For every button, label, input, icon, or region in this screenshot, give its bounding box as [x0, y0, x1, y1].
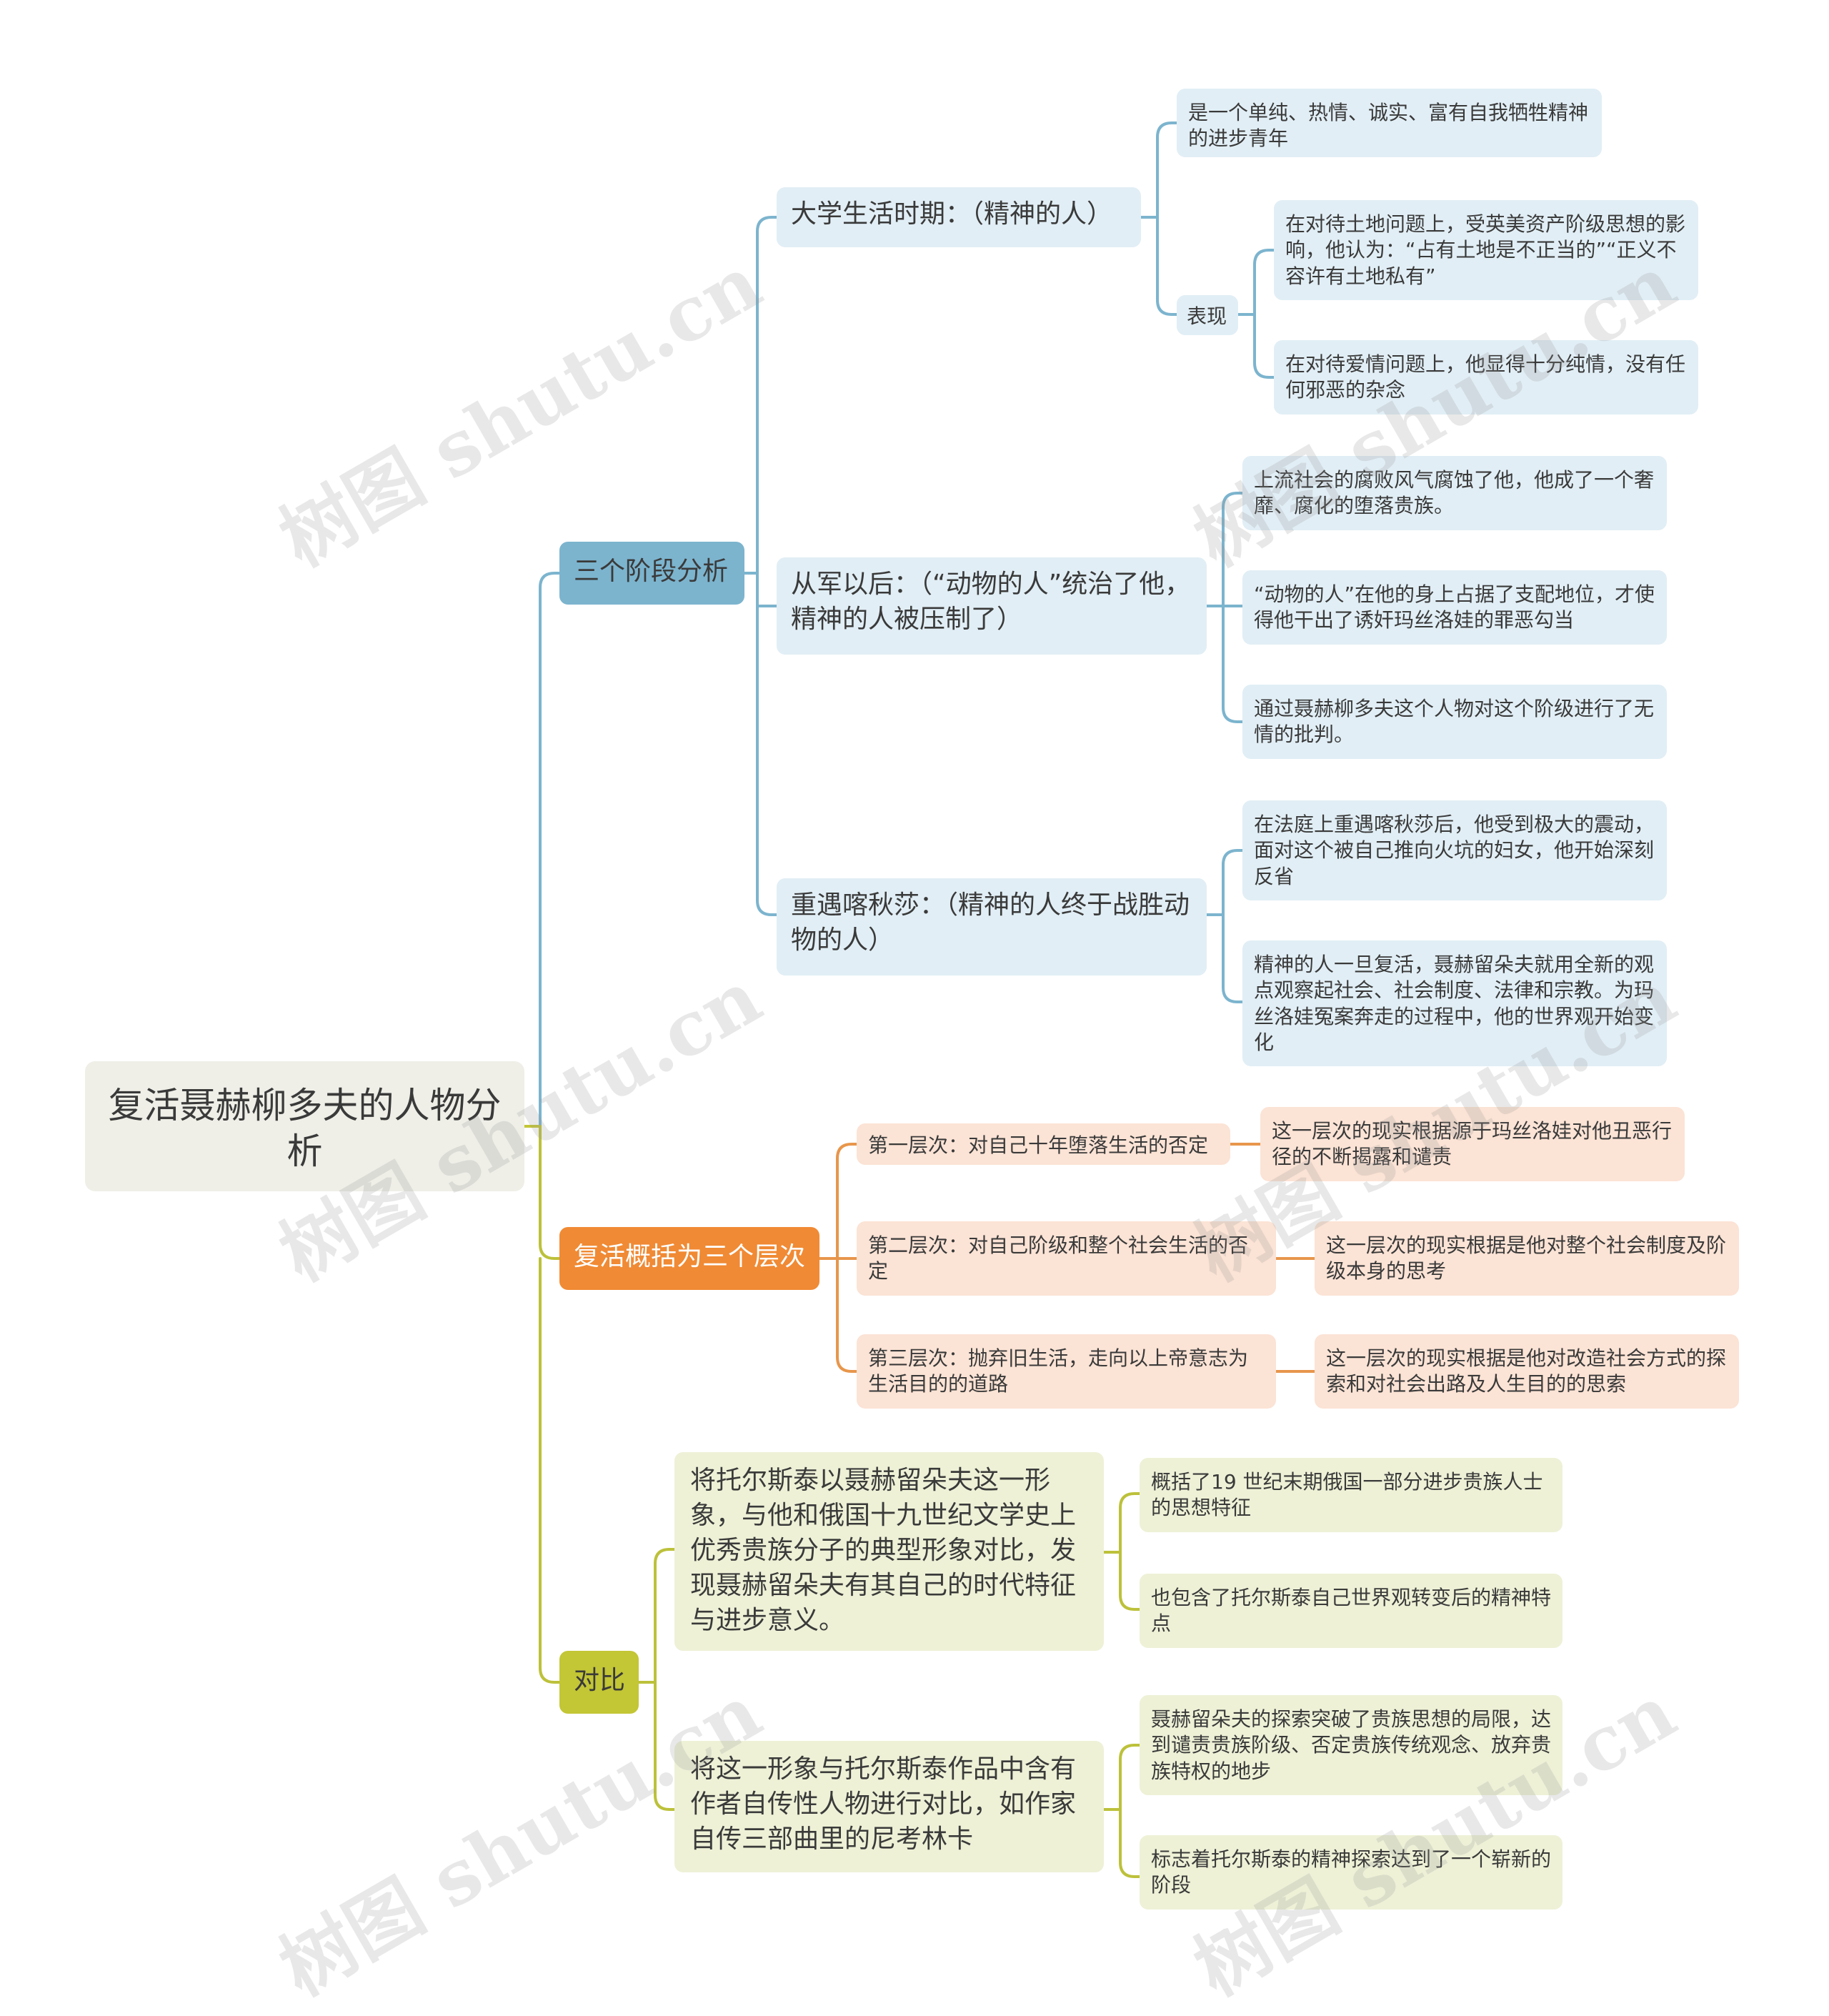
branch-comparison[interactable]: 对比 [559, 1651, 639, 1714]
branch-three-levels[interactable]: 复活概括为三个层次 [559, 1227, 819, 1290]
leaf-progressive-youth[interactable]: 是一个单纯、热情、诚实、富有自我牺牲精神的进步青年 [1177, 89, 1602, 157]
leaf-new-stage[interactable]: 标志着托尔斯泰的精神探索达到了一个崭新的阶段 [1140, 1835, 1563, 1910]
leaf-worldview-change[interactable]: 精神的人一旦复活，聂赫留朵夫就用全新的观点观察起社会、社会制度、法律和宗教。为玛… [1242, 940, 1667, 1066]
level-two[interactable]: 第二层次：对自己阶级和整个社会生活的否定 [857, 1221, 1276, 1296]
level-three[interactable]: 第三层次：抛弃旧生活，走向以上帝意志为生活目的的道路 [857, 1334, 1276, 1409]
leaf-land-question[interactable]: 在对待土地问题上，受英美资产阶级思想的影响，他认为：“占有土地是不正当的”“正义… [1274, 200, 1698, 300]
stage-university[interactable]: 大学生活时期：（精神的人） [777, 187, 1141, 247]
leaf-breakthrough[interactable]: 聂赫留朵夫的探索突破了贵族思想的局限，达到谴责贵族阶级、否定贵族传统观念、放弃贵… [1140, 1695, 1563, 1795]
leaf-level-two-basis[interactable]: 这一层次的现实根据是他对整个社会制度及阶级本身的思考 [1315, 1221, 1739, 1296]
level-one[interactable]: 第一层次：对自己十年堕落生活的否定 [857, 1123, 1230, 1165]
leaf-court-reflection[interactable]: 在法庭上重遇喀秋莎后，他受到极大的震动，面对这个被自己推向火坑的妇女，他开始深刻… [1242, 800, 1667, 900]
compare-autobiographical[interactable]: 将这一形象与托尔斯泰作品中含有作者自传性人物进行对比，如作家自传三部曲里的尼考林… [674, 1741, 1104, 1872]
leaf-level-three-basis[interactable]: 这一层次的现实根据是他对改造社会方式的探索和对社会出路及人生目的的思索 [1315, 1334, 1739, 1409]
node-manifestation[interactable]: 表现 [1177, 295, 1238, 335]
leaf-corrupted-noble[interactable]: 上流社会的腐败风气腐蚀了他，他成了一个奢靡、腐化的堕落贵族。 [1242, 456, 1667, 530]
compare-noble-figures[interactable]: 将托尔斯泰以聂赫留朵夫这一形象，与他和俄国十九世纪文学史上优秀贵族分子的典型形象… [674, 1452, 1104, 1651]
branch-three-stages[interactable]: 三个阶段分析 [559, 542, 744, 605]
leaf-love-question[interactable]: 在对待爱情问题上，他显得十分纯情，没有任何邪恶的杂念 [1274, 340, 1698, 414]
root-topic[interactable]: 复活聂赫柳多夫的人物分析 [85, 1061, 524, 1191]
leaf-tolstoy-worldview[interactable]: 也包含了托尔斯泰自己世界观转变后的精神特点 [1140, 1574, 1563, 1648]
stage-army[interactable]: 从军以后：（“动物的人”统治了他，精神的人被压制了） [777, 557, 1207, 655]
leaf-class-criticism[interactable]: 通过聂赫柳多夫这个人物对这个阶级进行了无情的批判。 [1242, 685, 1667, 759]
leaf-animal-man[interactable]: “动物的人”在他的身上占据了支配地位，才使得他干出了诱奸玛丝洛娃的罪恶勾当 [1242, 570, 1667, 645]
leaf-level-one-basis[interactable]: 这一层次的现实根据源于玛丝洛娃对他丑恶行径的不断揭露和谴责 [1260, 1107, 1685, 1181]
leaf-progressive-nobles[interactable]: 概括了19 世纪末期俄国一部分进步贵族人士的思想特征 [1140, 1458, 1563, 1532]
stage-reunion[interactable]: 重遇喀秋莎：（精神的人终于战胜动物的人） [777, 878, 1207, 975]
